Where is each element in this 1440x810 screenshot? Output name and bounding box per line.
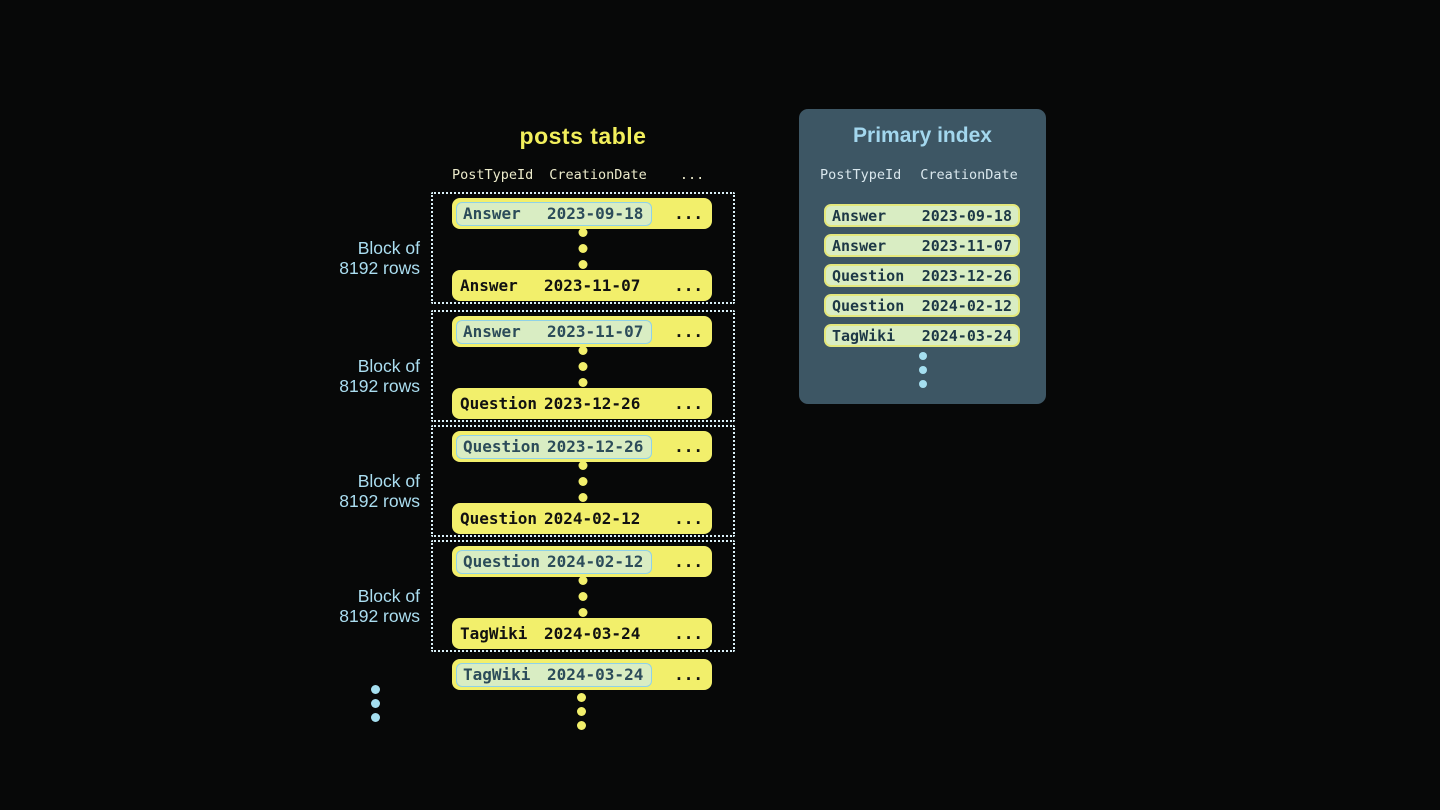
creationdate-value: 2023-12-26 xyxy=(921,266,1012,285)
row-block-1: Answer 2023-09-18 ... Answer 2023-11-07 … xyxy=(431,192,735,304)
row-ellipsis: ... xyxy=(674,624,703,643)
more-rows-dots-icon xyxy=(578,228,588,269)
column-header-posttypeid: PostTypeId xyxy=(820,167,902,183)
table-row: Answer 2023-11-07 ... xyxy=(452,270,712,301)
primary-index-column-headers: PostTypeId CreationDate xyxy=(820,167,1018,183)
creationdate-value: 2024-02-12 xyxy=(921,296,1012,315)
creationdate-value: 2024-03-24 xyxy=(547,665,644,684)
posttypeid-value: Answer xyxy=(832,206,887,225)
index-key-highlight: TagWiki 2024-03-24 xyxy=(456,662,653,687)
row-ellipsis: ... xyxy=(674,552,703,571)
column-header-creationdate: CreationDate xyxy=(549,167,647,183)
creationdate-value: 2024-03-24 xyxy=(921,326,1012,345)
creationdate-value: 2023-11-07 xyxy=(544,276,641,295)
index-key-highlight: Answer 2023-11-07 xyxy=(456,319,653,344)
index-key-highlight: Question 2024-02-12 xyxy=(456,549,653,574)
posttypeid-value: Question xyxy=(460,509,538,528)
primary-index-title: Primary index xyxy=(853,124,992,147)
more-rows-dots-icon xyxy=(578,461,588,502)
creationdate-value: 2024-02-12 xyxy=(547,552,644,571)
table-row: Question 2024-02-12 ... xyxy=(452,503,712,534)
index-key-highlight: Question 2023-12-26 xyxy=(456,434,653,459)
block-size-label-4: Block of 8192 rows xyxy=(339,586,420,626)
table-row: TagWiki 2024-03-24 ... xyxy=(452,659,712,690)
row-ellipsis: ... xyxy=(674,204,703,223)
posts-table-column-headers: PostTypeId CreationDate ... xyxy=(452,167,704,183)
more-rows-dots-icon xyxy=(578,346,588,387)
index-row: Question 2024-02-12 xyxy=(824,294,1020,317)
index-row: Question 2023-12-26 xyxy=(824,264,1020,287)
table-row: Answer 2023-09-18 ... xyxy=(452,198,712,229)
index-row: TagWiki 2024-03-24 xyxy=(824,324,1020,347)
row-ellipsis: ... xyxy=(674,437,703,456)
table-row: Question 2024-02-12 ... xyxy=(452,546,712,577)
block-size-label-2: Block of 8192 rows xyxy=(339,356,420,396)
row-ellipsis: ... xyxy=(674,322,703,341)
index-row: Answer 2023-11-07 xyxy=(824,234,1020,257)
table-row: Question 2023-12-26 ... xyxy=(452,388,712,419)
creationdate-value: 2023-11-07 xyxy=(921,236,1012,255)
row-block-3: Question 2023-12-26 ... Question 2024-02… xyxy=(431,425,735,537)
row-ellipsis: ... xyxy=(674,665,703,684)
block-size-label-3: Block of 8192 rows xyxy=(339,471,420,511)
column-header-ellipsis: ... xyxy=(679,167,705,183)
more-index-entries-dots-icon xyxy=(918,352,927,388)
index-row: Answer 2023-09-18 xyxy=(824,204,1020,227)
row-ellipsis: ... xyxy=(674,276,703,295)
posttypeid-value: Answer xyxy=(463,322,521,341)
more-rows-dots-icon xyxy=(578,576,588,617)
column-header-creationdate: CreationDate xyxy=(920,167,1018,183)
posttypeid-value: Question xyxy=(832,296,905,315)
posttypeid-value: TagWiki xyxy=(463,665,531,684)
column-header-posttypeid: PostTypeId xyxy=(452,167,534,183)
posttypeid-value: TagWiki xyxy=(460,624,528,643)
posts-table-title: posts table xyxy=(519,123,647,149)
row-block-4: Question 2024-02-12 ... TagWiki 2024-03-… xyxy=(431,540,735,652)
index-key-highlight: Answer 2023-09-18 xyxy=(456,201,653,226)
primary-index-panel: Primary index PostTypeId CreationDate An… xyxy=(799,109,1046,404)
creationdate-value: 2023-09-18 xyxy=(921,206,1012,225)
posttypeid-value: Answer xyxy=(460,276,518,295)
posttypeid-value: Answer xyxy=(463,204,521,223)
row-ellipsis: ... xyxy=(674,509,703,528)
posttypeid-value: TagWiki xyxy=(832,326,896,345)
posttypeid-value: Question xyxy=(463,552,541,571)
creationdate-value: 2023-09-18 xyxy=(547,204,644,223)
posttypeid-value: Question xyxy=(832,266,905,285)
more-blocks-dots-icon xyxy=(371,685,380,722)
more-rows-dots-icon xyxy=(577,693,586,730)
posttypeid-value: Question xyxy=(460,394,538,413)
row-ellipsis: ... xyxy=(674,394,703,413)
table-row: Question 2023-12-26 ... xyxy=(452,431,712,462)
row-block-2: Answer 2023-11-07 ... Question 2023-12-2… xyxy=(431,310,735,422)
creationdate-value: 2023-12-26 xyxy=(547,437,644,456)
table-row: TagWiki 2024-03-24 ... xyxy=(452,618,712,649)
creationdate-value: 2024-02-12 xyxy=(544,509,641,528)
creationdate-value: 2023-12-26 xyxy=(544,394,641,413)
creationdate-value: 2024-03-24 xyxy=(544,624,641,643)
table-row: Answer 2023-11-07 ... xyxy=(452,316,712,347)
block-size-label-1: Block of 8192 rows xyxy=(339,238,420,278)
posttypeid-value: Answer xyxy=(832,236,887,255)
posttypeid-value: Question xyxy=(463,437,541,456)
creationdate-value: 2023-11-07 xyxy=(547,322,644,341)
